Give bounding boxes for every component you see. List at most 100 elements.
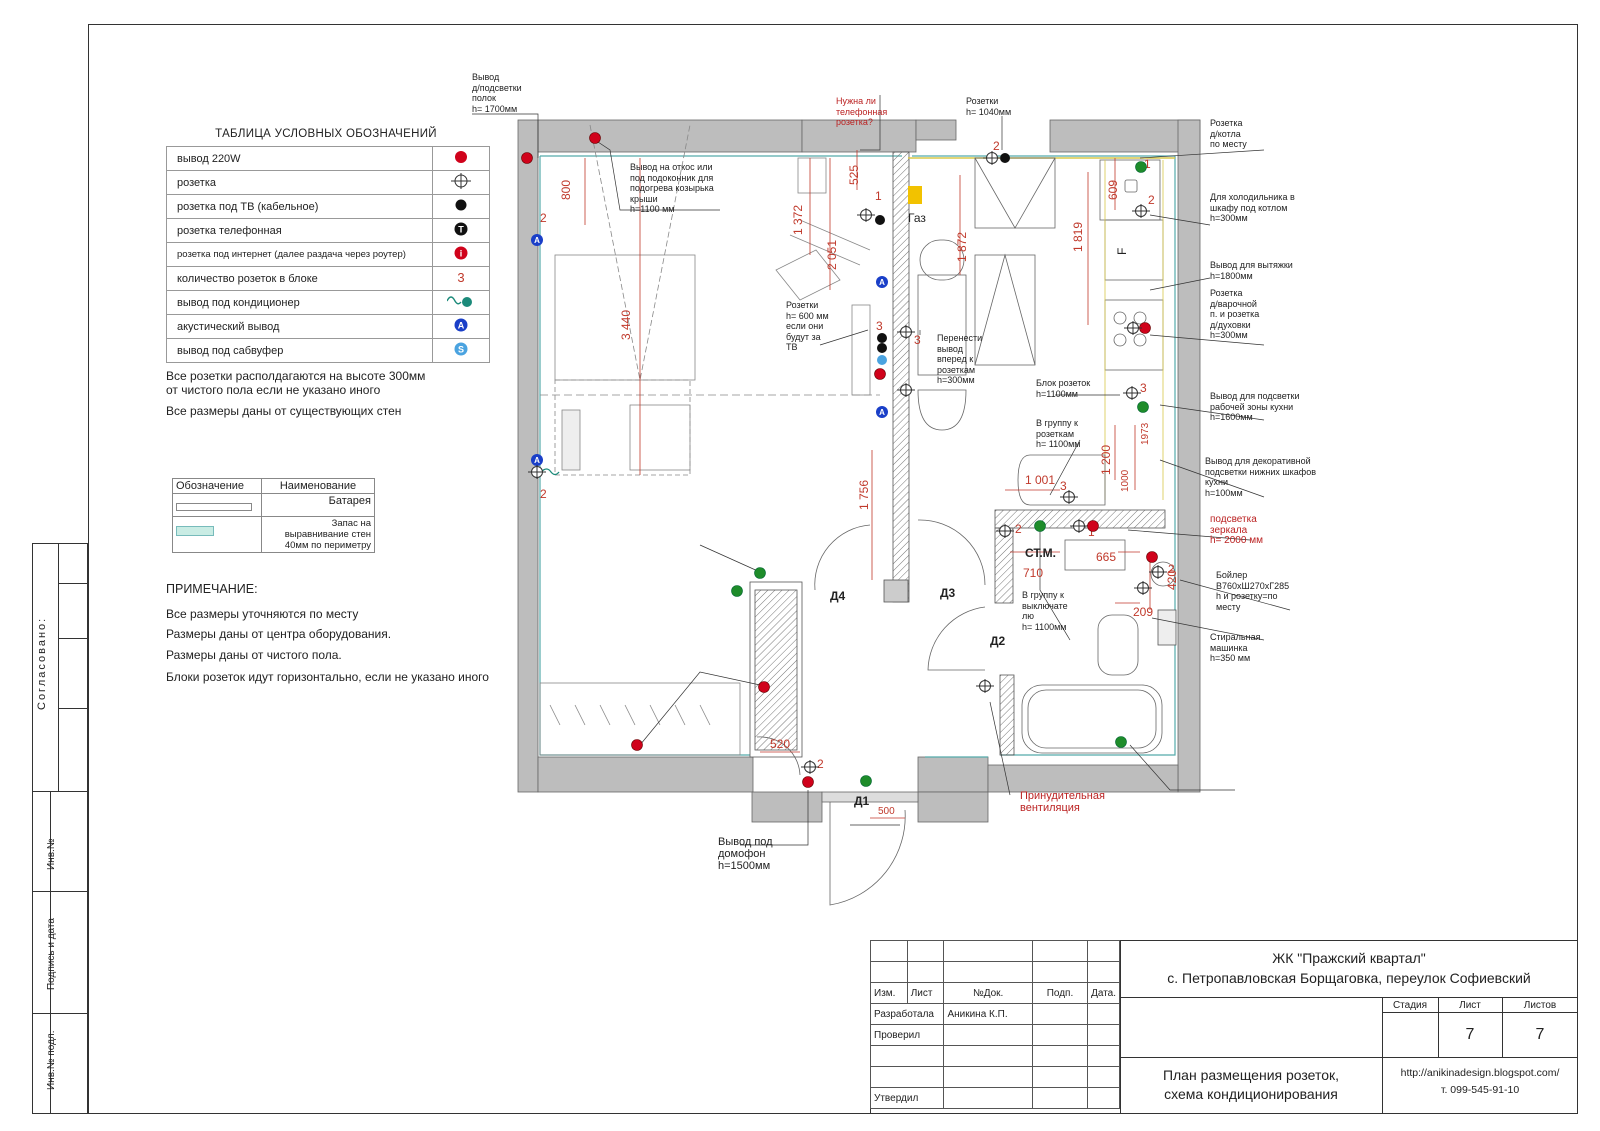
callout-line: Вывод на откос или	[630, 162, 713, 172]
svg-text:A: A	[879, 278, 885, 287]
dim-1001: 1 001	[1025, 473, 1055, 487]
svg-text:i: i	[460, 249, 463, 259]
green-dot-icon	[860, 775, 872, 787]
svg-text:3: 3	[457, 270, 464, 285]
dim-420: 420	[1165, 570, 1179, 590]
legend-row: вывод 220W	[166, 146, 490, 171]
socket-count: 2	[1168, 562, 1175, 576]
red-dot-icon	[1087, 520, 1099, 532]
black-dot-icon	[877, 343, 887, 353]
callout-line: h= 600 мм	[786, 310, 829, 321]
callout-line: вперед к	[937, 354, 974, 364]
phone-number: т. 099-545-91-10	[1440, 1084, 1520, 1096]
callout-line: полок	[472, 93, 496, 103]
svg-text:A: A	[879, 408, 885, 417]
callout-line: домофон	[718, 848, 766, 860]
socket-count: 2	[817, 757, 824, 771]
socket-count: 3	[914, 333, 921, 347]
green-dot-icon	[1137, 401, 1149, 413]
subwoofer-outlet-icon	[877, 355, 887, 365]
approved-label: Утвердил	[869, 1087, 945, 1109]
callout-line: под подоконник для	[630, 172, 714, 183]
callout-line: Бойлер	[1216, 570, 1248, 580]
drawing-title-line: схема кондиционирования	[1164, 1086, 1338, 1102]
materials-header: Наименование	[261, 478, 375, 494]
red-dot-icon	[631, 739, 643, 751]
svg-text:A: A	[458, 321, 465, 331]
green-dot-icon	[1135, 161, 1147, 173]
note-line: Все размеры даны от существующих стен	[166, 404, 402, 418]
black-dot-icon	[1000, 153, 1010, 163]
callout-line: зеркала	[1210, 524, 1248, 536]
green-dot-icon	[1115, 736, 1127, 748]
callout-line: д/котла	[1210, 128, 1241, 139]
green-dot-icon	[754, 567, 766, 579]
remark-item: Размеры даны от чистого пола.	[166, 648, 342, 662]
room-d3: Д3	[940, 586, 956, 600]
svg-text:S: S	[458, 345, 464, 355]
socket-crosshair-icon	[996, 524, 1014, 538]
callout-line: подсветка	[1210, 514, 1257, 525]
socket-count: 2	[1015, 522, 1022, 536]
socket-count: 2	[540, 211, 547, 225]
green-dot-icon	[731, 585, 743, 597]
red-dot-icon	[802, 776, 814, 788]
socket-crosshair-icon	[897, 383, 915, 397]
callout-line: по месту	[1210, 139, 1247, 149]
callout-line: розеткам	[1036, 428, 1075, 439]
dim-665: 665	[1096, 550, 1116, 564]
callout-line: вывод	[937, 343, 963, 354]
legend-label: розетка	[166, 170, 433, 195]
red-dot-icon	[432, 146, 490, 171]
callout-line: будут за	[786, 331, 821, 342]
dim-500: 500	[878, 806, 895, 817]
remarks-title: ПРИМЕЧАНИЕ:	[166, 582, 258, 596]
count-number: 3	[432, 266, 490, 291]
sheets-count: 7	[1535, 1026, 1545, 1043]
red-dot-icon	[521, 152, 533, 164]
callout-line: д/подсветки	[472, 82, 522, 93]
kitchen-layout	[908, 157, 1175, 506]
callout-line: Вывод для вытяжки	[1210, 260, 1293, 270]
socket-crosshair-icon	[801, 760, 819, 774]
legend-label: вывод под кондиционер	[166, 290, 433, 315]
callout-line: h=300мм	[1210, 330, 1248, 340]
socket-crosshair-icon	[1123, 386, 1141, 400]
callout-line: рабочей зоны кухни	[1210, 401, 1294, 412]
website-link[interactable]: http://anikinadesign.blogspot.com/	[1400, 1067, 1560, 1079]
socket-count: 3	[876, 319, 883, 333]
dim-800: 800	[559, 180, 573, 200]
socket-counts: 2 2 2 3 3 3 2 2 1 1 3 1 2 2	[540, 139, 1175, 771]
callout-line: h= 1100мм	[1022, 621, 1067, 632]
remark-item: Все размеры уточняются по месту	[166, 607, 359, 621]
room-d2: Д2	[990, 634, 1006, 648]
project-name: ЖК "Пражский квартал"	[1272, 950, 1426, 966]
socket-crosshair-icon	[1134, 581, 1152, 595]
callout-line: h=100мм	[1205, 487, 1243, 498]
note-line: от чистого пола если не указано иного	[166, 383, 381, 397]
wall-allowance-symbol	[176, 526, 214, 536]
svg-text:T: T	[458, 225, 464, 235]
callout-line: розетка?	[836, 117, 873, 127]
callout-line: В группу к	[1036, 418, 1078, 428]
callout-line: п. и розетка	[1210, 309, 1260, 319]
dim-1819: 1 819	[1071, 222, 1085, 252]
socket-count: 2	[540, 487, 547, 501]
col-doc: №Док.	[943, 982, 1033, 1004]
room-d1: Д1	[854, 794, 870, 808]
callout-line: подогрева козырька	[630, 183, 714, 193]
socket-count: 2	[993, 139, 1000, 153]
room-stm: СТ.М.	[1025, 546, 1056, 560]
